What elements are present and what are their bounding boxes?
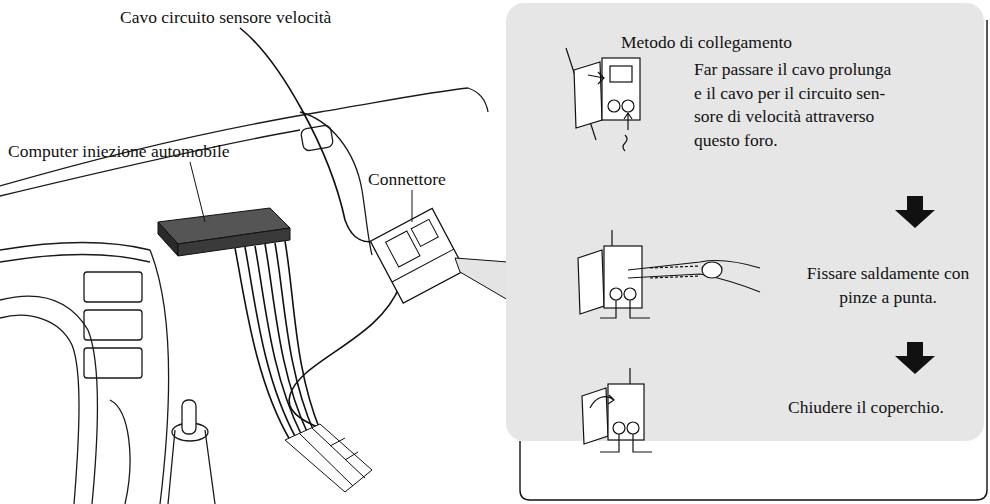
step-arrow bbox=[895, 342, 935, 374]
step-arrow bbox=[895, 196, 935, 228]
step-instruction: Chiudere il coperchio. bbox=[755, 396, 977, 420]
steering-wheel bbox=[0, 296, 98, 504]
step-one-connector bbox=[566, 48, 640, 151]
connector-lid bbox=[574, 62, 602, 128]
speed-sensor-cable bbox=[240, 28, 380, 242]
connector-hole bbox=[624, 288, 636, 300]
pliers-grip bbox=[650, 266, 700, 278]
cable-bundle bbox=[285, 424, 372, 492]
steering-wheel bbox=[0, 315, 79, 504]
step-three-connector bbox=[582, 368, 652, 452]
cable bbox=[623, 135, 627, 151]
wire-harness bbox=[235, 28, 400, 440]
insert-arrow bbox=[624, 113, 632, 130]
step-instruction: Fissare saldamente con pinze a punta. bbox=[800, 262, 976, 309]
connector-hole bbox=[622, 100, 634, 112]
connector-body bbox=[604, 246, 642, 308]
air-vent bbox=[84, 310, 142, 340]
wire bbox=[289, 285, 400, 428]
connector-hole bbox=[613, 422, 625, 434]
step-instruction: Far passare il cavo prolunga e il cavo p… bbox=[694, 58, 899, 152]
callout-wedge bbox=[455, 258, 508, 300]
connector-lid bbox=[582, 388, 608, 444]
cable bbox=[600, 368, 652, 452]
step-two-connector bbox=[578, 230, 760, 318]
cable bbox=[600, 230, 650, 318]
center-console bbox=[110, 400, 130, 504]
insert-arrow bbox=[588, 72, 604, 84]
connector-slot bbox=[610, 66, 632, 82]
cable-sleeve bbox=[285, 424, 372, 492]
connector-hole bbox=[608, 100, 620, 112]
center-console bbox=[150, 250, 169, 504]
dashboard-edge bbox=[468, 88, 488, 112]
leader-line bbox=[190, 162, 205, 222]
wire bbox=[255, 246, 302, 436]
cable bbox=[566, 48, 596, 140]
dashboard bbox=[0, 88, 488, 504]
connector-slot bbox=[411, 219, 438, 246]
injection-computer bbox=[158, 208, 290, 256]
air-vent bbox=[84, 348, 142, 378]
connector bbox=[370, 208, 465, 303]
dashboard-edge bbox=[300, 112, 372, 255]
connector-body bbox=[608, 384, 644, 440]
connector-body bbox=[602, 58, 640, 120]
close-arrow bbox=[590, 395, 614, 408]
cable-stripes bbox=[300, 428, 365, 486]
connector-body bbox=[370, 208, 465, 303]
part-label: Cavo circuito sensore velocità bbox=[120, 6, 400, 30]
panel-title: Metodo di collegamento bbox=[621, 31, 881, 55]
pliers bbox=[628, 260, 760, 292]
connector-hole bbox=[610, 288, 622, 300]
part-label: Computer iniezione automobile bbox=[8, 140, 288, 164]
connector-lid bbox=[578, 250, 604, 314]
leader-line bbox=[412, 190, 413, 222]
air-vent bbox=[84, 272, 142, 302]
computer-front bbox=[178, 228, 290, 256]
pliers-pivot bbox=[702, 262, 722, 278]
part-label: Connettore bbox=[368, 168, 478, 192]
connector-seam bbox=[392, 249, 454, 282]
wire bbox=[265, 244, 308, 434]
dashboard-edge bbox=[0, 243, 150, 251]
computer-side bbox=[158, 222, 178, 256]
dashboard-edge bbox=[0, 130, 300, 196]
gear-shifter bbox=[182, 400, 196, 434]
dashboard-edge bbox=[0, 255, 150, 263]
wire bbox=[285, 241, 320, 430]
wire bbox=[275, 243, 314, 432]
connector-hole bbox=[627, 422, 639, 434]
